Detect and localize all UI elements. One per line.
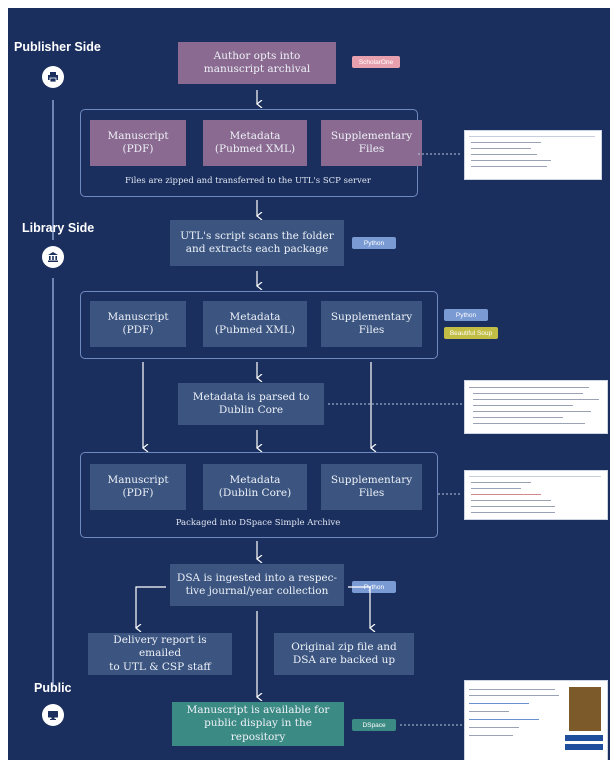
author-opts-box: Author opts into manuscript archival — [178, 42, 336, 84]
zip-file-listing-thumbnail — [464, 130, 602, 180]
monitor-icon — [42, 704, 64, 726]
scholarone-tag: ScholarOne — [352, 56, 400, 68]
dsa-ingested-box: DSA is ingested into a respec- tive jour… — [170, 564, 344, 606]
side-rail — [52, 100, 54, 240]
backed-up-box: Original zip file and DSA are backed up — [274, 633, 414, 675]
extracted-files-group — [80, 291, 438, 359]
library-side-label: Library Side — [22, 221, 95, 235]
python-tag: Python — [444, 309, 488, 321]
available-box: Manuscript is available for public displ… — [172, 702, 344, 746]
metadata-pubmed-box: Metadata (Pubmed XML) — [203, 120, 307, 166]
flow-arrows — [8, 90, 462, 726]
script-scans-box: UTL's script scans the folder and extrac… — [170, 220, 344, 266]
python-tag: Python — [352, 237, 396, 249]
dspace-package-group — [80, 452, 438, 538]
workflow-diagram: Publisher Side Library Side Public Autho… — [8, 8, 610, 760]
dsa-file-listing-thumbnail — [464, 470, 608, 520]
metadata-parsed-box: Metadata is parsed to Dublin Core — [178, 383, 324, 425]
beautiful-soup-tag: Beautiful Soup — [444, 327, 498, 339]
python-tag: Python — [352, 581, 396, 593]
metadata-dublin-core-box: Metadata (Dublin Core) — [203, 464, 307, 510]
supplementary-files-box: Supplementary Files — [321, 464, 422, 510]
printer-icon — [42, 66, 64, 88]
repository-page-thumbnail — [464, 680, 608, 760]
metadata-pubmed-box: Metadata (Pubmed XML) — [203, 301, 307, 347]
publisher-side-label: Publisher Side — [14, 40, 101, 54]
packaged-caption: Packaged into DSpace Simple Archive — [175, 518, 341, 528]
arrow — [348, 586, 370, 628]
zipped-caption: Files are zipped and transferred to the … — [125, 176, 371, 186]
supplementary-files-box: Supplementary Files — [321, 120, 422, 166]
public-side-label: Public — [34, 681, 72, 695]
supplementary-files-box: Supplementary Files — [321, 301, 422, 347]
xml-metadata-thumbnail — [464, 380, 608, 434]
side-rail — [52, 278, 54, 686]
delivery-report-box: Delivery report is emailed to UTL & CSP … — [88, 633, 232, 675]
manuscript-pdf-box: Manuscript (PDF) — [90, 464, 186, 510]
library-icon — [42, 246, 64, 268]
dspace-tag: DSpace — [352, 719, 396, 731]
arrow — [136, 586, 166, 628]
manuscript-pdf-box: Manuscript (PDF) — [90, 120, 186, 166]
manuscript-pdf-box: Manuscript (PDF) — [90, 301, 186, 347]
